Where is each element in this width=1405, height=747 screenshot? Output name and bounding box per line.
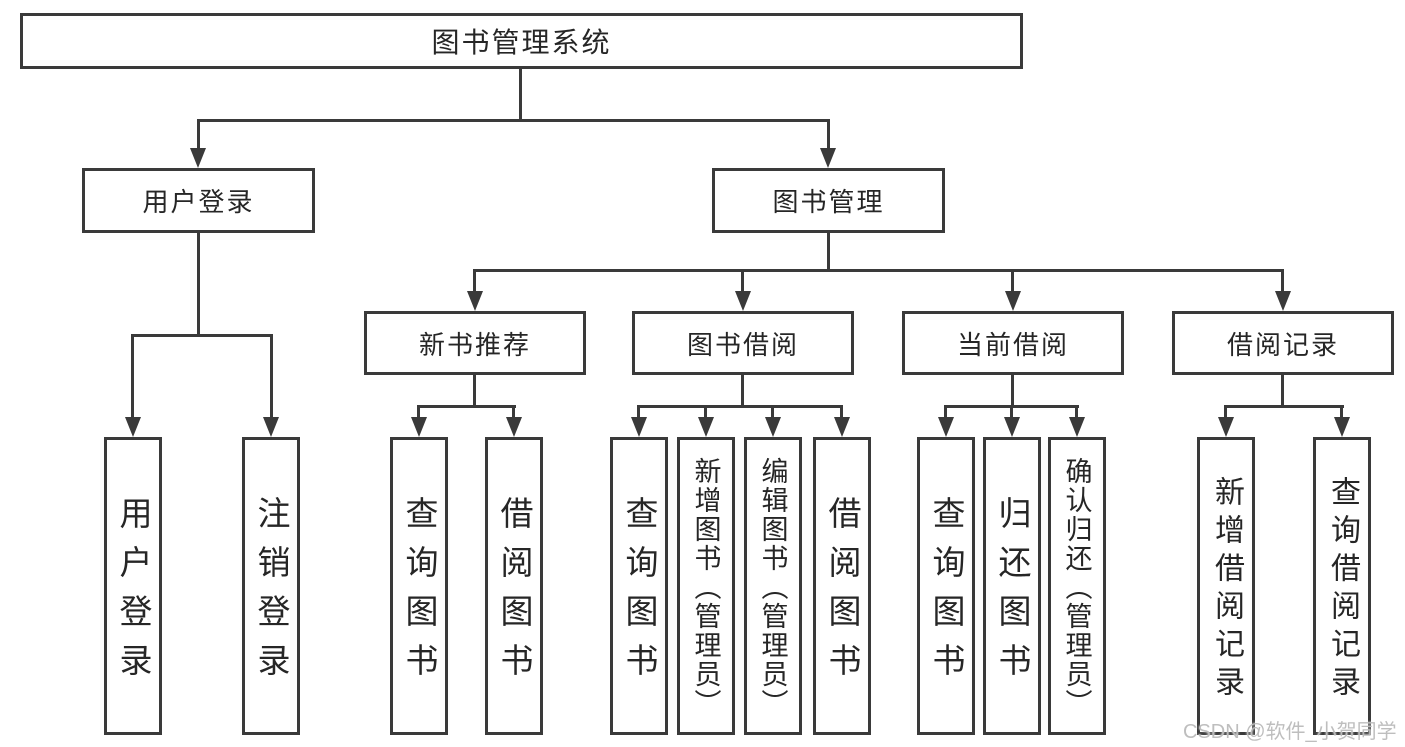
leaf-label: 查询图书	[401, 496, 438, 692]
leaf-confirm-return-admin: 确认归还（管理员）	[1048, 437, 1106, 735]
node-label: 图书管理	[772, 187, 885, 217]
connector-vline	[771, 405, 774, 420]
leaf-label: 查询图书	[928, 496, 965, 692]
connector-vline	[473, 373, 476, 408]
node-library-system: 图书管理系统	[20, 13, 1023, 69]
leaf-label: 查询借阅记录	[1326, 476, 1359, 704]
connector-vline	[840, 405, 843, 420]
leaf-label: 用户登录	[115, 496, 152, 692]
connector-vline	[944, 405, 947, 420]
arrow-down-icon	[631, 417, 647, 437]
node-label: 图书管理系统	[431, 27, 612, 58]
watermark-text: CSDN @软件_小贺同学	[1183, 721, 1397, 743]
leaf-edit-books-admin: 编辑图书（管理员）	[744, 437, 802, 735]
connector-vline	[1011, 269, 1014, 294]
arrow-down-icon	[698, 417, 714, 437]
node-label: 当前借阅	[956, 329, 1069, 360]
leaf-query-books-current: 查询图书	[917, 437, 975, 735]
leaf-query-books-borrowing: 查询图书	[610, 437, 668, 735]
connector-hline	[197, 119, 830, 122]
arrow-down-icon	[411, 417, 427, 437]
node-user-login: 用户登录	[82, 168, 315, 233]
node-label: 用户登录	[142, 187, 255, 217]
leaf-label: 查询图书	[621, 496, 658, 692]
connector-vline	[637, 405, 640, 420]
connector-vline	[1075, 405, 1078, 420]
connector-hline	[131, 334, 273, 337]
connector-vline	[827, 119, 830, 151]
arrow-down-icon	[506, 417, 522, 437]
node-borrowing-records: 借阅记录	[1172, 311, 1394, 375]
leaf-logout-login: 注销登录	[242, 437, 300, 735]
connector-vline	[197, 119, 200, 151]
leaf-label: 借阅图书	[824, 496, 861, 692]
node-new-book-recommendation: 新书推荐	[364, 311, 586, 375]
arrow-down-icon	[1218, 417, 1234, 437]
connector-vline	[512, 405, 515, 420]
leaf-label: 新增借阅记录	[1210, 476, 1243, 704]
leaf-user-login: 用户登录	[104, 437, 162, 735]
arrow-down-icon	[1069, 417, 1085, 437]
connector-vline	[197, 231, 200, 337]
connector-hline	[637, 405, 843, 408]
leaf-label: 注销登录	[253, 496, 290, 692]
connector-vline	[131, 334, 134, 420]
connector-vline	[741, 269, 744, 294]
connector-hline	[473, 269, 1284, 272]
connector-vline	[473, 269, 476, 294]
leaf-label: 编辑图书（管理员）	[757, 456, 788, 718]
node-book-borrowing: 图书借阅	[632, 311, 854, 375]
connector-vline	[1224, 405, 1227, 420]
leaf-query-books-recommend: 查询图书	[390, 437, 448, 735]
arrow-down-icon	[1004, 417, 1020, 437]
leaf-label: 新增图书（管理员）	[690, 456, 721, 718]
connector-vline	[417, 405, 420, 420]
leaf-add-books-admin: 新增图书（管理员）	[677, 437, 735, 735]
arrow-down-icon	[834, 417, 850, 437]
leaf-return-books: 归还图书	[983, 437, 1041, 735]
leaf-borrow-books-recommend: 借阅图书	[485, 437, 543, 735]
connector-vline	[270, 334, 273, 420]
connector-vline	[827, 231, 830, 272]
arrow-down-icon	[765, 417, 781, 437]
node-book-management: 图书管理	[712, 168, 945, 233]
connector-vline	[1011, 373, 1014, 408]
node-label: 图书借阅	[686, 329, 799, 360]
connector-hline	[417, 405, 516, 408]
arrow-down-icon	[820, 148, 836, 168]
connector-hline	[1224, 405, 1344, 408]
connector-vline	[1340, 405, 1343, 420]
leaf-add-borrow-record: 新增借阅记录	[1197, 437, 1255, 735]
node-label: 新书推荐	[418, 329, 531, 360]
node-label: 借阅记录	[1226, 329, 1339, 360]
connector-vline	[741, 373, 744, 408]
leaf-label: 借阅图书	[496, 496, 533, 692]
leaf-label: 归还图书	[994, 496, 1031, 692]
arrow-down-icon	[735, 291, 751, 311]
connector-vline	[704, 405, 707, 420]
arrow-down-icon	[938, 417, 954, 437]
arrow-down-icon	[1334, 417, 1350, 437]
arrow-down-icon	[1005, 291, 1021, 311]
leaf-query-borrow-record: 查询借阅记录	[1313, 437, 1371, 735]
connector-vline	[519, 66, 522, 119]
connector-vline	[1281, 373, 1284, 408]
leaf-borrow-books-borrowing: 借阅图书	[813, 437, 871, 735]
connector-vline	[1281, 269, 1284, 294]
arrow-down-icon	[1275, 291, 1291, 311]
arrow-down-icon	[263, 417, 279, 437]
leaf-label: 确认归还（管理员）	[1061, 456, 1092, 718]
arrow-down-icon	[125, 417, 141, 437]
arrow-down-icon	[467, 291, 483, 311]
connector-vline	[1010, 405, 1013, 420]
arrow-down-icon	[190, 148, 206, 168]
node-current-borrowing: 当前借阅	[902, 311, 1124, 375]
